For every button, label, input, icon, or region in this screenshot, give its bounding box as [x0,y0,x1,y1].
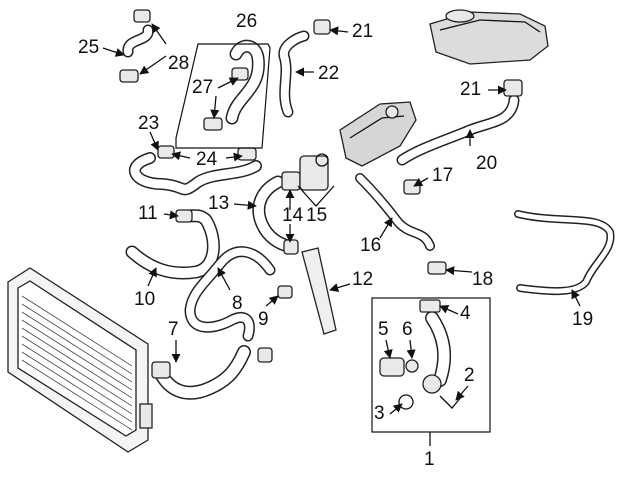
callout-20: 20 [476,153,498,174]
callout-21-right: 21 [460,79,482,100]
callout-22: 22 [318,63,340,84]
callout-19: 19 [572,309,594,330]
callout-11: 11 [138,203,158,224]
callout-23: 23 [138,113,160,134]
callout-27: 25 [78,37,100,58]
callout-28: 28 [168,53,190,74]
hose-set [122,24,615,400]
callout-24: 24 [196,149,218,170]
callout-17: 17 [432,165,454,186]
callout-1: 1 [424,449,435,470]
kit-outline-1 [371,297,491,446]
expansion-tank [429,9,549,65]
callout-15: 15 [306,205,328,226]
radiator [7,267,153,453]
kit-bracket-15 [297,185,335,207]
callout-12: 12 [352,269,374,290]
callout-5: 5 [378,319,389,340]
callout-2: 2 [464,365,475,386]
callout-21-top: 21 [352,21,374,42]
callout-4: 4 [460,303,471,324]
kit-outline-25 [175,43,271,149]
callout-14: 14 [282,205,304,226]
callout-9: 9 [258,309,269,330]
callout-10: 10 [134,289,156,310]
callout-25: 26 [236,11,258,32]
clamps-and-fittings [119,9,523,410]
callout-6: 6 [402,319,413,340]
callout-8: 8 [232,293,243,314]
leader-lines [102,23,581,415]
callout-3: 3 [374,403,385,424]
callout-7: 7 [168,319,179,340]
callout-18: 18 [472,269,494,290]
callout-13: 13 [208,193,230,214]
callout-26: 27 [192,77,214,98]
callout-16: 16 [360,235,382,256]
thermostat-housing [339,101,417,167]
